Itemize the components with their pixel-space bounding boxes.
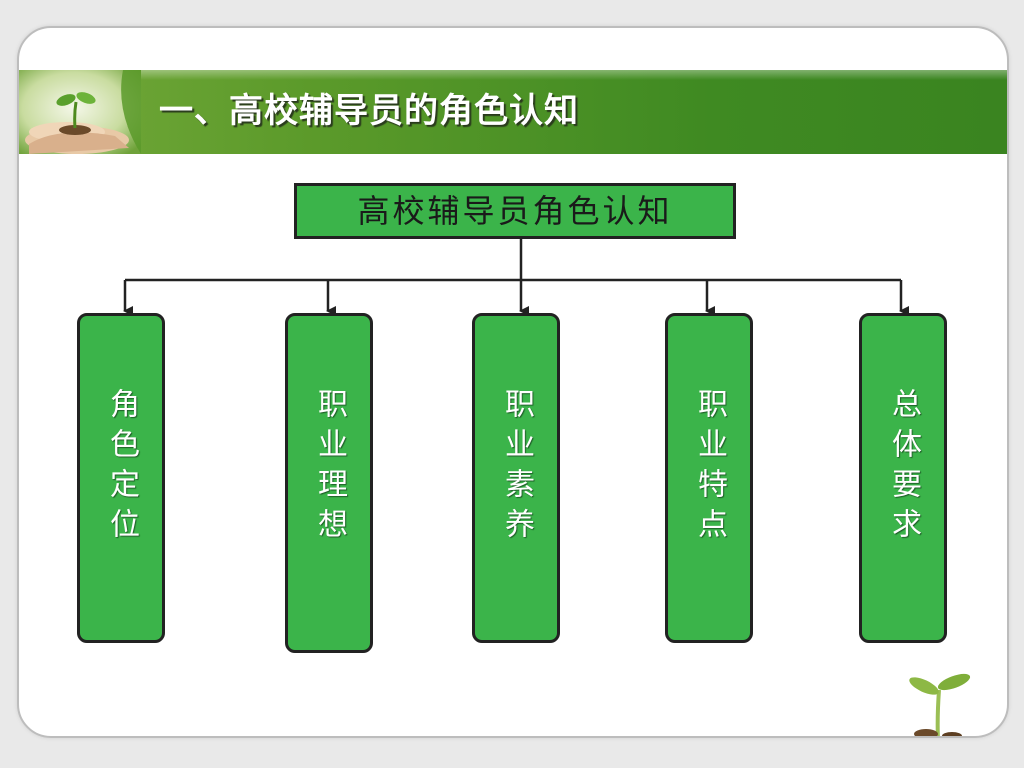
node-label: 角色定位 bbox=[104, 388, 139, 548]
diagram-connectors bbox=[123, 239, 909, 316]
diagram-node-5: 总体要求 bbox=[859, 313, 947, 643]
seedling-icon bbox=[909, 673, 971, 736]
diagram-node-2: 职业理想 bbox=[285, 313, 373, 653]
diagram-root-node: 高校辅导员角色认知 bbox=[294, 183, 736, 239]
node-label: 职业理想 bbox=[312, 388, 347, 548]
node-label: 总体要求 bbox=[886, 388, 921, 548]
slide-frame: 一、高校辅导员的角色认知 高校辅导员角色认知 角色定位 职业理想 职业素养 bbox=[17, 26, 1009, 738]
node-label: 职业素养 bbox=[499, 388, 534, 548]
title-bar bbox=[19, 70, 1007, 154]
diagram-node-1: 角色定位 bbox=[77, 313, 165, 643]
diagram-node-3: 职业素养 bbox=[472, 313, 560, 643]
slide-title: 一、高校辅导员的角色认知 bbox=[159, 91, 579, 131]
hands-holding-seedling-image bbox=[19, 70, 141, 154]
title-bar-sheen bbox=[19, 70, 1007, 80]
diagram-node-4: 职业特点 bbox=[665, 313, 753, 643]
node-label: 职业特点 bbox=[692, 388, 727, 548]
